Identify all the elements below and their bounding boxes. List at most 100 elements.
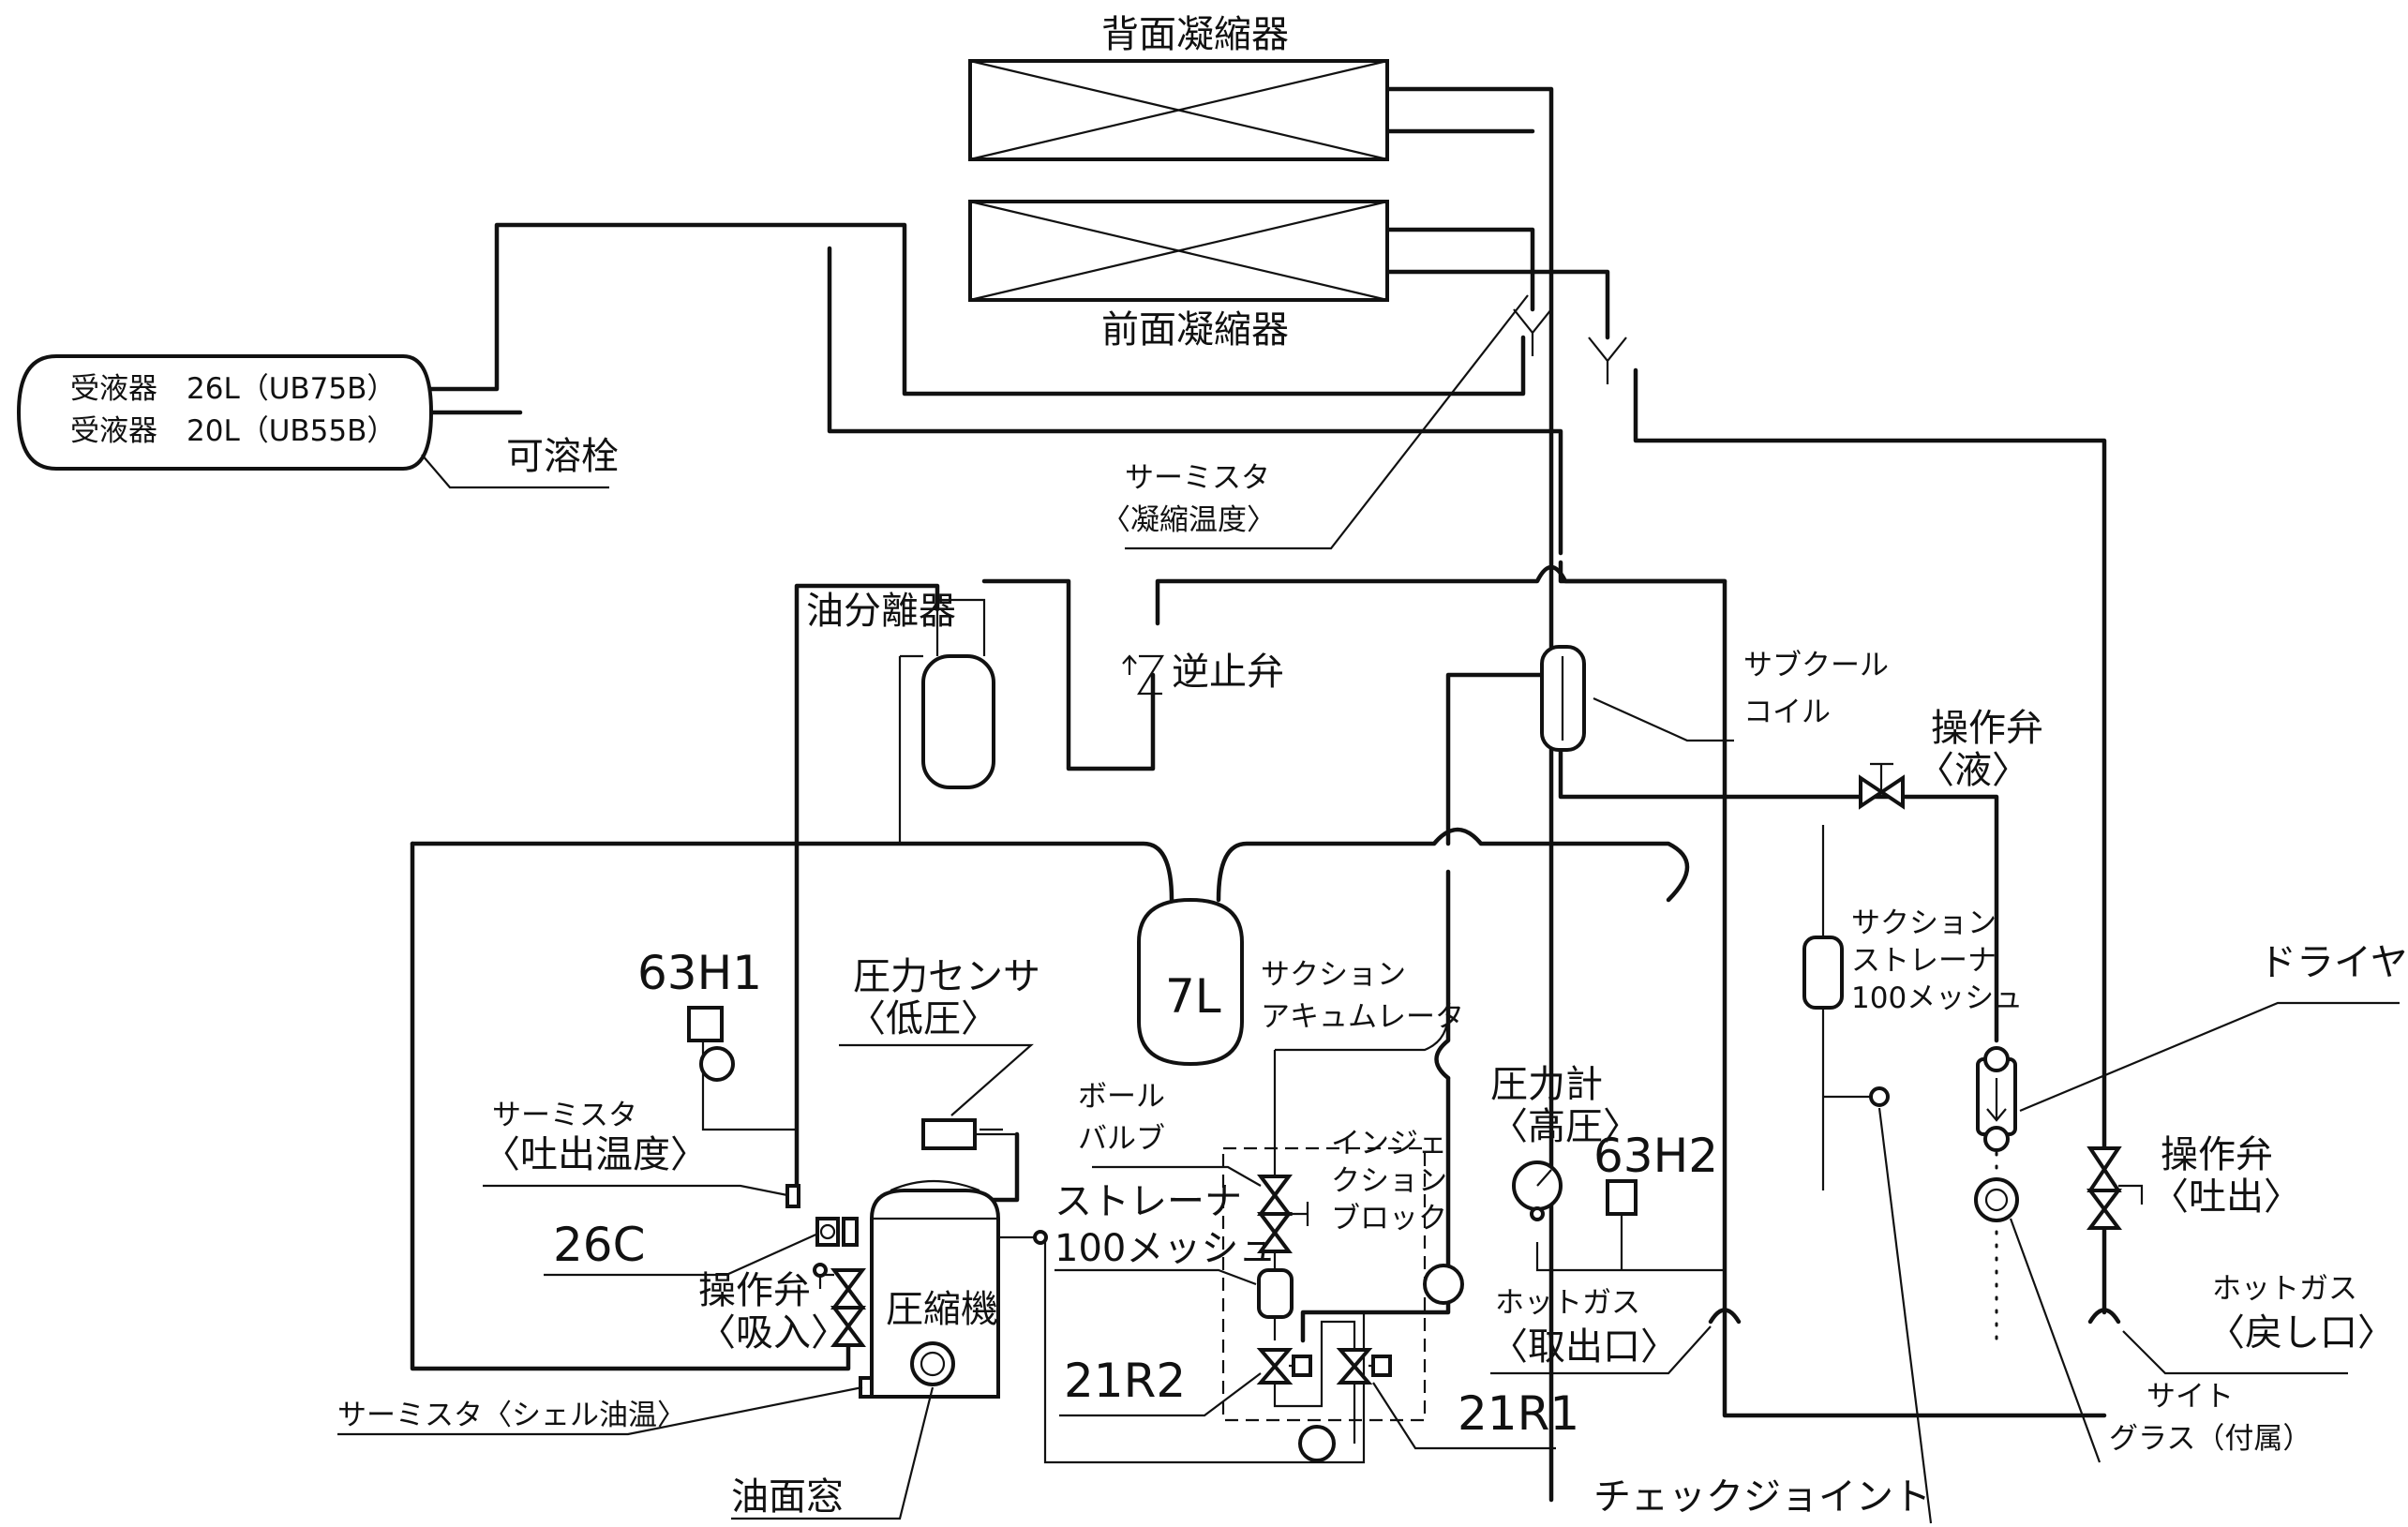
- ball-valve-label-1: ボール: [1078, 1080, 1165, 1114]
- pressure-gauge-label-1: 圧力計: [1490, 1063, 1603, 1106]
- thermistor-discharge-leader: [483, 1184, 788, 1197]
- thermostat-26c-leader: [544, 1231, 821, 1277]
- oil-separator-label: 油分離器: [806, 590, 956, 633]
- hotgas-return-label-2: 〈戻し口〉: [2207, 1311, 2395, 1355]
- solenoid-valve-21r2-icon: [1256, 1320, 1356, 1408]
- strainer-label-1: ストレーナ: [1054, 1180, 1242, 1223]
- pressure-sensor-leader: [839, 1043, 1034, 1116]
- ball-valve-label-2: バルブ: [1078, 1122, 1165, 1156]
- rear-condenser: [968, 59, 1389, 161]
- op-valve-discharge-label-2: 〈吐出〉: [2151, 1175, 2301, 1219]
- fusible-plug-leader: [421, 454, 609, 489]
- compressor-label: 圧縮機: [886, 1288, 998, 1331]
- hotgas-out-label-1: ホットガス: [1495, 1286, 1640, 1320]
- thermistor-discharge-label-2: 〈吐出温度〉: [483, 1133, 708, 1176]
- suction-strainer: [1802, 936, 1844, 1010]
- subcool-label-2: コイル: [1743, 696, 1831, 729]
- fusible-plug-label: 可溶栓: [506, 435, 619, 478]
- thermistor-cond-leader: [1125, 294, 1529, 550]
- solenoid-valve-21r1-icon: [1336, 1348, 1392, 1444]
- solenoid-21r1-label: 21R1: [1458, 1386, 1579, 1441]
- check-joint: [1869, 1086, 1890, 1107]
- oil-separator-pipe: [898, 598, 986, 844]
- suction-strainer-label-3: 100メッシュ: [1851, 981, 2023, 1015]
- compressor: [859, 1179, 1000, 1399]
- receiver-label-2: 受液器 20L（UB55B）: [70, 414, 396, 448]
- thermistor-cond-label-2: 〈凝縮温度〉: [1101, 503, 1276, 537]
- sight-glass-label-2: グラス（付属）: [2109, 1422, 2311, 1456]
- hotgas-out-label-2: 〈取出口〉: [1490, 1325, 1678, 1369]
- check-joint-leader: [1877, 1107, 1933, 1524]
- subcool-leader: [1593, 696, 1734, 742]
- thermistor-discharge-label-1: サーミスタ: [492, 1099, 637, 1132]
- solenoid-21r2-leader: [1059, 1372, 1262, 1417]
- accumulator-size-label: 7L: [1165, 969, 1221, 1024]
- rear-condenser-label: 背面凝縮器: [1101, 13, 1289, 56]
- condenser-header-left: [1513, 308, 1552, 356]
- injection-strainer: [1257, 1268, 1294, 1319]
- suction-strainer-label-1: サクション: [1851, 906, 1997, 940]
- oil-separator: [921, 654, 995, 789]
- pressure-sensor-label-2: 〈低圧〉: [848, 997, 998, 1040]
- thermostat-26c-label: 26C: [553, 1218, 646, 1272]
- thermistor-discharge-sensor: [785, 1184, 800, 1208]
- check-valve-icon: [1122, 654, 1164, 696]
- refrigerant-piping: [410, 86, 2107, 1503]
- front-condenser: [968, 200, 1389, 302]
- op-valve-liquid-label-1: 操作弁: [1931, 707, 2043, 750]
- ball-valve-icon: [1257, 1175, 1309, 1253]
- accumulator-label-2: アキュムレータ: [1261, 1000, 1464, 1034]
- strainer-connection: [1033, 1230, 1048, 1245]
- suction-accumulator: [1137, 897, 1244, 1067]
- oil-window-leader: [731, 1386, 935, 1520]
- sight-glass-leader: [2009, 1218, 2101, 1463]
- thermistor-oil-label: サーミスタ〈シェル油温〉: [337, 1399, 686, 1432]
- pressure-switch-63h2-label: 63H2: [1593, 1129, 1718, 1183]
- receiver-tank: [16, 354, 434, 471]
- sight-glass-label-1: サイト: [2146, 1380, 2234, 1414]
- thermostat-26c-icon: [815, 1217, 859, 1247]
- check-joint-label: チェックジョイント: [1593, 1475, 1931, 1519]
- op-valve-suction-label-1: 操作弁: [698, 1269, 811, 1312]
- suction-strainer-label-2: ストレーナ: [1851, 944, 1997, 978]
- thermistor-oil-leader: [337, 1385, 863, 1436]
- injection-block-label-2: クション: [1331, 1164, 1447, 1198]
- accumulator-label-1: サクション: [1261, 958, 1406, 992]
- dryer-leader: [2019, 1001, 2400, 1113]
- strainer-label-2: 100メッシュ: [1054, 1227, 1276, 1270]
- subcool-label-1: サブクール: [1743, 649, 1889, 682]
- op-valve-liquid-icon: [1859, 762, 1905, 810]
- check-valve-label: 逆止弁: [1172, 651, 1284, 694]
- hotgas-return-leader: [2122, 1330, 2348, 1375]
- dryer-label: ドライヤ: [2259, 941, 2408, 984]
- hotgas-return-port: [2087, 1308, 2121, 1325]
- op-valve-discharge-icon: [2086, 1146, 2144, 1230]
- injection-port-lower: [1298, 1425, 1336, 1462]
- hotgas-out-leader: [1490, 1325, 1712, 1375]
- hotgas-return-label-1: ホットガス: [2212, 1272, 2357, 1306]
- dryer-arrow-icon: [1986, 1078, 2007, 1122]
- pressure-switch-63h1-bulb: [699, 1046, 735, 1082]
- pressure-sensor-label-1: 圧力センサ: [853, 955, 1040, 998]
- solenoid-21r2-label: 21R2: [1064, 1354, 1186, 1408]
- op-valve-liquid-label-2: 〈液〉: [1917, 749, 2029, 792]
- pressure-sensor-low: [921, 1118, 977, 1150]
- hotgas-out-port: [1708, 1308, 1742, 1325]
- strainer-leader: [1054, 1268, 1257, 1286]
- pressure-switch-63h1-label: 63H1: [637, 946, 762, 1000]
- injection-port-upper: [1423, 1264, 1464, 1305]
- injection-block-label-3: ブロック: [1331, 1202, 1447, 1235]
- pressure-gauge-label-2: 〈高圧〉: [1490, 1105, 1640, 1148]
- ball-valve-leader: [1092, 1165, 1262, 1187]
- receiver-label-1: 受液器 26L（UB75B）: [70, 372, 396, 406]
- injection-block-label-1: インジェ: [1331, 1127, 1447, 1160]
- op-valve-discharge-label-1: 操作弁: [2161, 1133, 2273, 1176]
- solenoid-21r1-leader: [1372, 1382, 1556, 1450]
- thermistor-cond-label-1: サーミスタ: [1125, 461, 1270, 495]
- op-valve-suction-icon: [813, 1263, 866, 1347]
- pressure-switch-63h2: [1606, 1179, 1638, 1216]
- pressure-switch-63h1: [687, 1006, 724, 1042]
- op-valve-suction-label-2: 〈吸入〉: [698, 1311, 848, 1355]
- front-condenser-label: 前面凝縮器: [1101, 308, 1289, 352]
